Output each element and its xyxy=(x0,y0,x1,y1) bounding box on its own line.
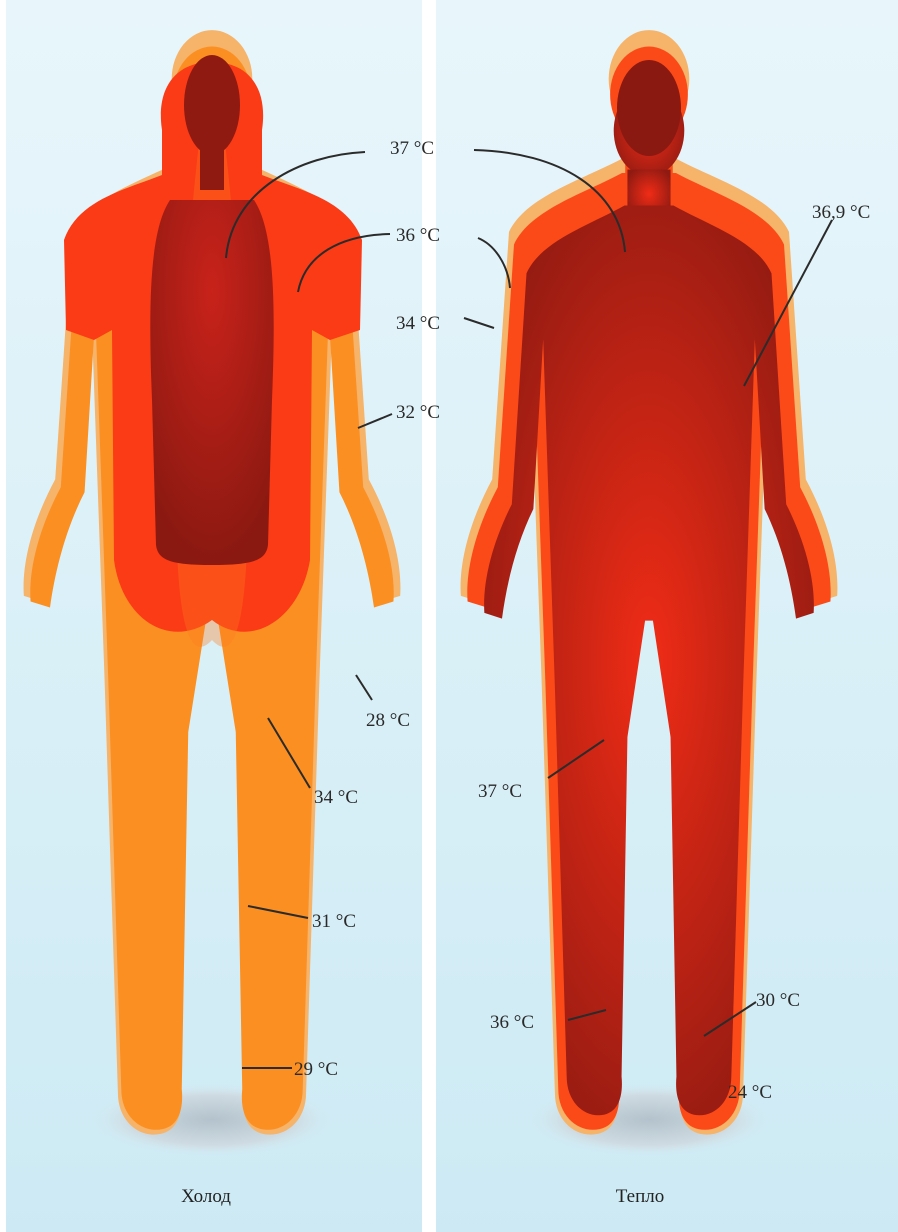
cold-torso-core xyxy=(150,200,273,565)
warm-ankle-label: 30 °C xyxy=(756,990,800,1011)
cold-calf-label: 31 °C xyxy=(312,911,356,932)
warm-leg-label: 37 °C xyxy=(478,781,522,802)
cold-arm-label: 32 °C xyxy=(396,402,440,423)
cold-caption: Холод xyxy=(181,1186,231,1207)
warm-arm-label: 36,9 °C xyxy=(812,202,870,223)
cold-core-label: 37 °C xyxy=(390,138,434,159)
cold-foot-label: 29 °C xyxy=(294,1059,338,1080)
cold-thigh-label: 34 °C xyxy=(314,787,358,808)
warm-caption: Тепло xyxy=(616,1186,664,1207)
warm-shoulder-line xyxy=(478,238,510,288)
cold-hand-line xyxy=(356,675,372,700)
warm-shin-label: 36 °C xyxy=(490,1012,534,1033)
cold-chest-label: 36 °C xyxy=(396,225,440,246)
cold-shoulder-label: 34 °C xyxy=(396,313,440,334)
warm-foot-label: 24 °C xyxy=(728,1082,772,1103)
warm-outer-line xyxy=(464,318,494,328)
cold-body xyxy=(24,30,401,1134)
warm-body xyxy=(461,30,838,1134)
cold-hand-label: 28 °C xyxy=(366,710,410,731)
